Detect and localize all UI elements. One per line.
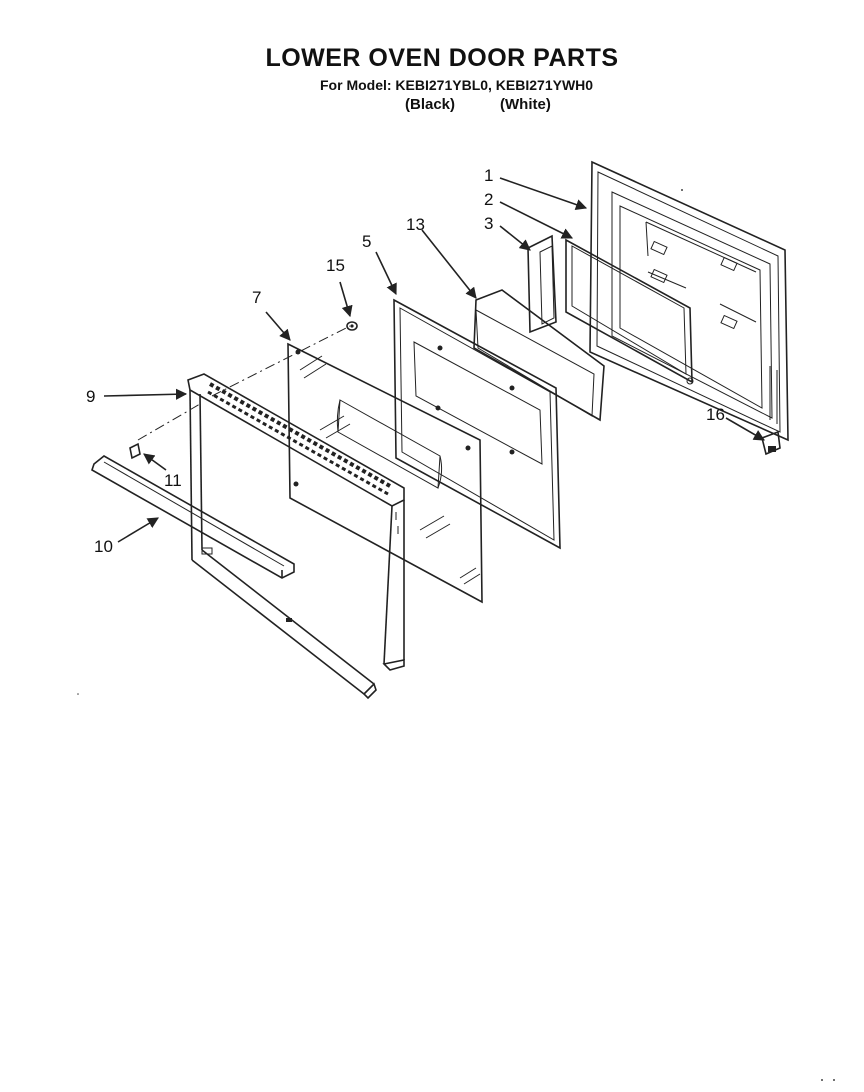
- part-11-clip: [129, 442, 141, 460]
- callout-2: 2: [484, 190, 493, 209]
- part-2-door-gasket: [565, 238, 694, 385]
- callout-9: 9: [86, 387, 95, 406]
- callout-15: 15: [326, 256, 345, 275]
- callout-11: 11: [164, 471, 182, 490]
- part-5-inner-glass-panel: [393, 298, 561, 550]
- finish-white: (White): [500, 96, 551, 113]
- part-7-outer-door-glass: [287, 342, 483, 604]
- part-13-door-spacer: [473, 289, 605, 422]
- part-3-insulation: [527, 234, 557, 334]
- callout-5: 5: [362, 232, 371, 251]
- page-title: LOWER OVEN DOOR PARTS: [265, 44, 619, 72]
- callout-3: 3: [484, 214, 493, 233]
- part-10-bottom-trim: [91, 455, 295, 579]
- callout-16: 16: [706, 405, 725, 424]
- leader-lines: [103, 177, 765, 543]
- callout-10: 10: [94, 537, 113, 556]
- part-1-inner-door-liner: [589, 160, 789, 442]
- part-9-door-frame: [187, 373, 405, 700]
- part-16-hinge-bracket: [761, 430, 781, 456]
- callout-1: 1: [484, 166, 493, 185]
- part-15-screw: [346, 321, 358, 331]
- finish-black: (Black): [405, 96, 456, 113]
- callout-13: 13: [406, 215, 425, 234]
- model-numbers: For Model: KEBI271YBL0, KEBI271YWH0: [320, 77, 594, 93]
- callout-7: 7: [252, 288, 261, 307]
